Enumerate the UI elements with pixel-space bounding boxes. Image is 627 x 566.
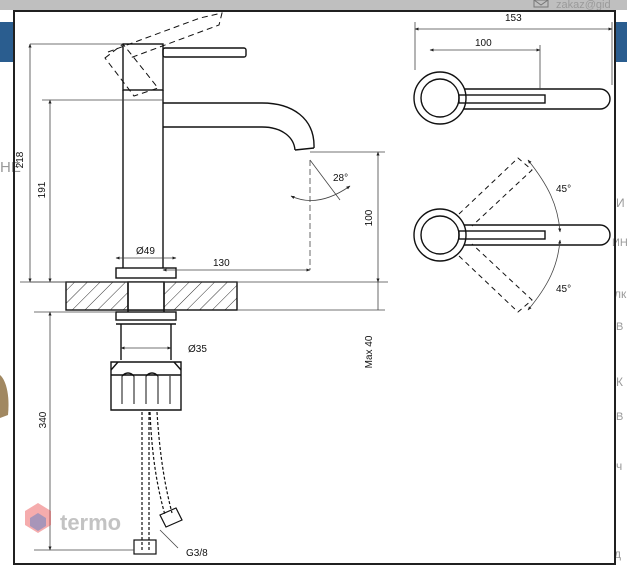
side-fragment-4: В	[616, 321, 623, 333]
side-fragment-7: ч	[616, 459, 622, 473]
side-view	[65, 12, 315, 555]
dim-body-diameter: Ø49	[136, 246, 155, 257]
rotation-body-outer	[413, 208, 467, 262]
dim-thread: G3/8	[186, 548, 208, 559]
rotation-handle-arm	[464, 224, 611, 246]
dim-rotation-angle-bottom: 45°	[556, 284, 571, 295]
dim-spout-reach: 130	[213, 258, 230, 269]
lever-rotated-outline	[104, 12, 223, 97]
right-site-band	[616, 22, 627, 62]
spout-outlet	[294, 147, 315, 151]
side-view-dimensions	[20, 43, 388, 551]
flexible-hoses	[133, 411, 183, 555]
watermark-logo-icon	[25, 503, 51, 533]
side-fragment-3: лк	[614, 287, 627, 301]
lock-washer	[115, 311, 177, 321]
top-body-outer	[413, 71, 467, 125]
lever-handle	[122, 43, 247, 91]
dim-total-height: 218	[15, 151, 26, 168]
site-email-fragment[interactable]: zakaz@gid	[556, 0, 611, 11]
top-handle-slot	[458, 94, 546, 104]
dim-max-deck: Max 40	[364, 335, 375, 368]
side-fragment-8: д	[614, 547, 621, 561]
lever-base	[122, 43, 164, 91]
top-view-dimensions	[414, 22, 613, 90]
rotation-dimensions	[527, 159, 562, 311]
dim-shank-diameter: Ø35	[188, 344, 207, 355]
left-site-band	[0, 22, 14, 62]
rotation-handle-dashed	[458, 157, 533, 313]
watermark-text: termo	[60, 510, 121, 535]
mounting-nut	[110, 361, 182, 411]
dim-rotation-angle-top: 45°	[556, 184, 571, 195]
spout-top	[163, 102, 315, 149]
hose-fitting-hot	[159, 507, 183, 528]
rotation-body-inner	[420, 215, 460, 255]
deck-hole	[127, 281, 165, 311]
drawing-frame	[13, 10, 616, 565]
top-view-rotation	[413, 157, 611, 313]
background-product-fragment	[0, 375, 9, 418]
termo-watermark: termo	[25, 503, 121, 535]
top-handle-arm	[464, 88, 611, 110]
top-band	[0, 0, 627, 10]
side-fragment-5: К	[616, 375, 623, 389]
side-fragment-1: И	[616, 196, 625, 210]
spout-bottom	[163, 126, 296, 151]
dim-top-total-width: 153	[505, 13, 522, 24]
left-heading-fragment: НЕ	[0, 159, 21, 176]
base-ring	[115, 267, 177, 279]
dim-hose-length: 340	[38, 411, 49, 428]
top-body-inner	[420, 78, 460, 118]
top-view-upper	[413, 71, 611, 125]
dim-spout-angle: 28°	[333, 173, 348, 184]
lever-arm	[162, 47, 247, 58]
dim-spout-clearance: 100	[364, 209, 375, 226]
dim-spout-height: 191	[37, 181, 48, 198]
hose-fitting-cold	[133, 539, 157, 555]
mail-icon	[533, 0, 549, 8]
rotation-handle-slot	[458, 230, 546, 240]
side-fragment-6: В	[616, 411, 623, 423]
dim-top-handle-width: 100	[475, 38, 492, 49]
